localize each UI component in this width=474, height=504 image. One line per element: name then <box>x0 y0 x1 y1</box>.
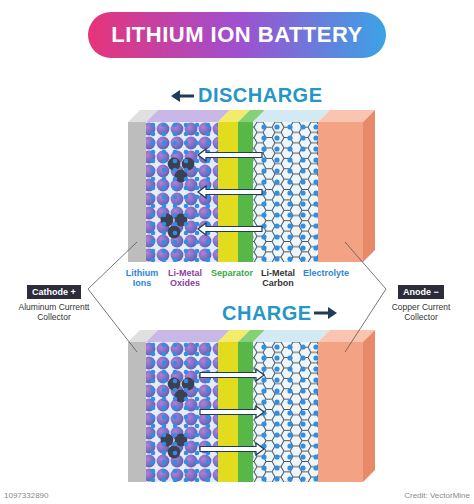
terminal-box: Cathode + Aluminum Currentt Collector <box>18 281 90 322</box>
watermark: 1097332890 <box>4 491 49 500</box>
terminal-label: Cathode + <box>27 285 81 299</box>
watermark: Credit: VectorMine <box>364 491 470 500</box>
battery-cell-charge <box>128 330 375 482</box>
part-label: Li-Metal Oxides <box>160 268 210 288</box>
leader-line <box>88 289 137 352</box>
part-label: Electrolyte <box>300 268 352 278</box>
ion-flow-arrow <box>200 369 264 381</box>
ion-flow-arrow <box>198 149 262 161</box>
mode-heading: CHARGE <box>222 302 312 325</box>
direction-arrow-head <box>171 90 180 102</box>
collector-label: Aluminum Currentt Collector <box>18 302 90 322</box>
collector-label: Copper Current Collector <box>384 302 458 322</box>
part-label: Separator <box>208 268 256 278</box>
title-banner: LITHIUM ION BATTERY <box>88 12 386 58</box>
leader-line <box>345 242 386 289</box>
terminal-label: Anode − <box>398 285 444 299</box>
terminal-box: Anode − Copper Current Collector <box>384 281 458 322</box>
direction-arrow-head <box>328 307 337 319</box>
ion-flow-arrow <box>200 443 264 455</box>
part-label: Lithium Ions <box>122 268 162 288</box>
part-label: Li-Metal Carbon <box>254 268 302 288</box>
ion-flow-arrow <box>198 186 262 198</box>
battery-cell-discharge <box>128 110 375 262</box>
ion-flow-arrow <box>200 406 264 418</box>
leader-line <box>345 289 386 352</box>
leader-line <box>88 242 137 289</box>
terminal-heading-row: Anode − <box>384 281 458 299</box>
ion-flow-arrow <box>198 223 262 235</box>
direction-arrow <box>178 95 194 98</box>
direction-arrow <box>314 312 330 315</box>
terminal-heading-row: Cathode + <box>18 281 90 299</box>
mode-heading: DISCHARGE <box>198 84 323 107</box>
